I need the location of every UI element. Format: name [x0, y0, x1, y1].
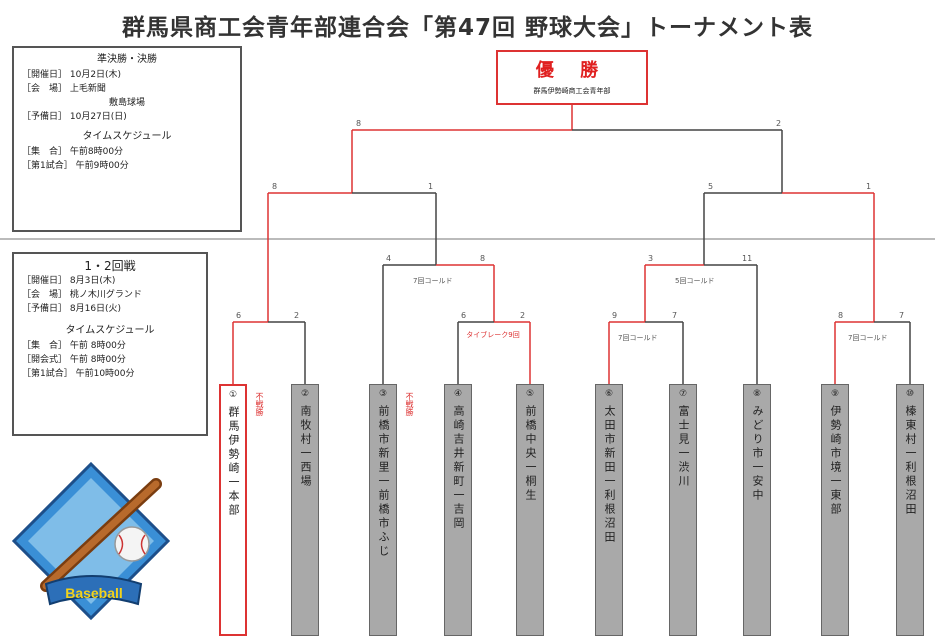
team-seed: ⑤ [525, 389, 535, 399]
team-seed: ⑩ [905, 389, 915, 399]
final-schedule-box: 準決勝・決勝 ［開催日］ 10月2日(木) ［会 場］ 上毛新聞 敷島球場 ［予… [12, 46, 242, 232]
final-date: ［開催日］ 10月2日(木) [22, 70, 122, 80]
team-seed: ① [228, 390, 238, 400]
team-seed: ④ [453, 389, 463, 399]
score: 2 [776, 119, 782, 128]
team-seed: ③ [378, 389, 388, 399]
team-column: ④ 高崎吉井新町一吉岡 [444, 384, 472, 636]
team-column: ③ 前橋市新里一前橋市ふじ [369, 384, 397, 636]
team-name: 前橋市新里一前橋市ふじ [377, 405, 390, 559]
team-name: 前橋中央一桐生 [524, 405, 537, 503]
team-name: 南牧村一西場 [299, 405, 312, 489]
score: 8 [838, 311, 844, 320]
team-name: 高崎吉井新町一吉岡 [452, 405, 465, 531]
score: 8 [356, 119, 362, 128]
team-seed: ② [300, 389, 310, 399]
team-column: ⑦ 富士見一渋川 [669, 384, 697, 636]
team-column: ⑨ 伊勢崎市境一東部 [821, 384, 849, 636]
baseball-logo-icon: Baseball [11, 461, 171, 621]
match-label: 7回コールド [412, 276, 454, 286]
bye-tag: 不戦勝 [405, 392, 414, 416]
team-name: みどり市一安中 [751, 405, 764, 503]
early-time-0: ［集 合］ 午前 8時00分 [22, 341, 126, 351]
score: 2 [520, 311, 526, 320]
final-spare-date: ［予備日］ 10月27日(日) [22, 112, 127, 122]
team-column: ① 群馬伊勢崎一本部 [219, 384, 247, 636]
match-label-tiebreak: タイブレーク9回 [462, 330, 524, 340]
early-time-2: ［第1試合］ 午前10時00分 [22, 369, 135, 379]
team-name: 太田市新田一利根沼田 [603, 405, 616, 545]
early-schedule-box: 1・2回戦 ［開催日］ 8月3日(木) ［会 場］ 桃ノ木川グランド ［予備日］… [12, 252, 208, 436]
score: 7 [672, 311, 678, 320]
score: 1 [428, 182, 434, 191]
early-time-heading: タイムスケジュール [65, 325, 155, 336]
final-schedule-heading: 準決勝・決勝 [97, 54, 157, 65]
score: 3 [648, 254, 654, 263]
final-time-heading: タイムスケジュール [82, 131, 172, 142]
champion-team: 群馬伊勢崎商工会青年部 [533, 87, 611, 95]
match-label: 7回コールド [617, 333, 659, 343]
match-label: 7回コールド [847, 333, 889, 343]
score: 5 [708, 182, 714, 191]
score: 7 [899, 311, 905, 320]
team-seed: ⑥ [604, 389, 614, 399]
score: 8 [272, 182, 278, 191]
final-venue-2: 敷島球場 [108, 98, 145, 108]
section-divider [0, 238, 935, 240]
team-name: 群馬伊勢崎一本部 [227, 406, 240, 518]
team-column: ⑩ 榛東村一利根沼田 [896, 384, 924, 636]
score: 1 [866, 182, 872, 191]
early-date: ［開催日］ 8月3日(木) [22, 276, 116, 286]
champion-label: 優 勝 [535, 60, 609, 81]
early-schedule-heading: 1・2回戦 [84, 259, 136, 273]
team-column: ⑥ 太田市新田一利根沼田 [595, 384, 623, 636]
score: 9 [612, 311, 618, 320]
team-name: 伊勢崎市境一東部 [829, 405, 842, 517]
score: 6 [236, 311, 242, 320]
team-column: ⑧ みどり市一安中 [743, 384, 771, 636]
bye-tag: 不戦勝 [255, 392, 264, 416]
team-name: 富士見一渋川 [677, 405, 690, 489]
team-seed: ⑦ [678, 389, 688, 399]
page-title: 群馬県商工会青年部連合会「第47回 野球大会」トーナメント表 [121, 15, 813, 41]
team-seed: ⑨ [830, 389, 840, 399]
early-spare-date: ［予備日］ 8月16日(火) [22, 304, 122, 314]
team-column: ② 南牧村一西場 [291, 384, 319, 636]
score: 2 [294, 311, 300, 320]
early-venue: ［会 場］ 桃ノ木川グランド [22, 290, 142, 300]
final-venue: ［会 場］ 上毛新聞 [22, 84, 106, 94]
team-column: ⑤ 前橋中央一桐生 [516, 384, 544, 636]
logo-text: Baseball [65, 585, 123, 601]
team-seed: ⑧ [752, 389, 762, 399]
final-time-1: ［第1試合］ 午前9時00分 [22, 161, 129, 171]
team-name: 榛東村一利根沼田 [904, 405, 917, 517]
score: 6 [461, 311, 467, 320]
champion-box: 優 勝 群馬伊勢崎商工会青年部 [496, 50, 648, 105]
early-time-1: ［開会式］ 午前 8時00分 [22, 355, 126, 365]
score: 8 [480, 254, 486, 263]
score: 4 [386, 254, 392, 263]
final-time-0: ［集 合］ 午前8時00分 [22, 147, 124, 157]
score: 11 [742, 254, 753, 263]
match-label: 5回コールド [674, 276, 716, 286]
